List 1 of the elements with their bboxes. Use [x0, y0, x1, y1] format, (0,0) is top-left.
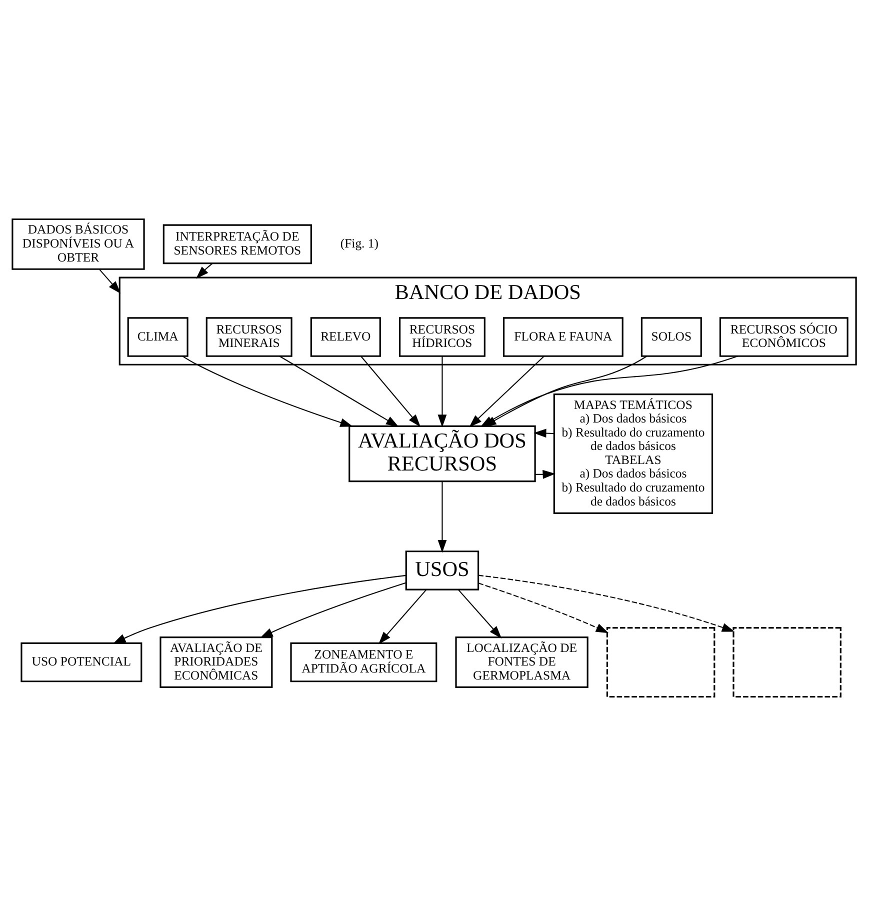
label: (Fig. 1)	[340, 236, 379, 250]
